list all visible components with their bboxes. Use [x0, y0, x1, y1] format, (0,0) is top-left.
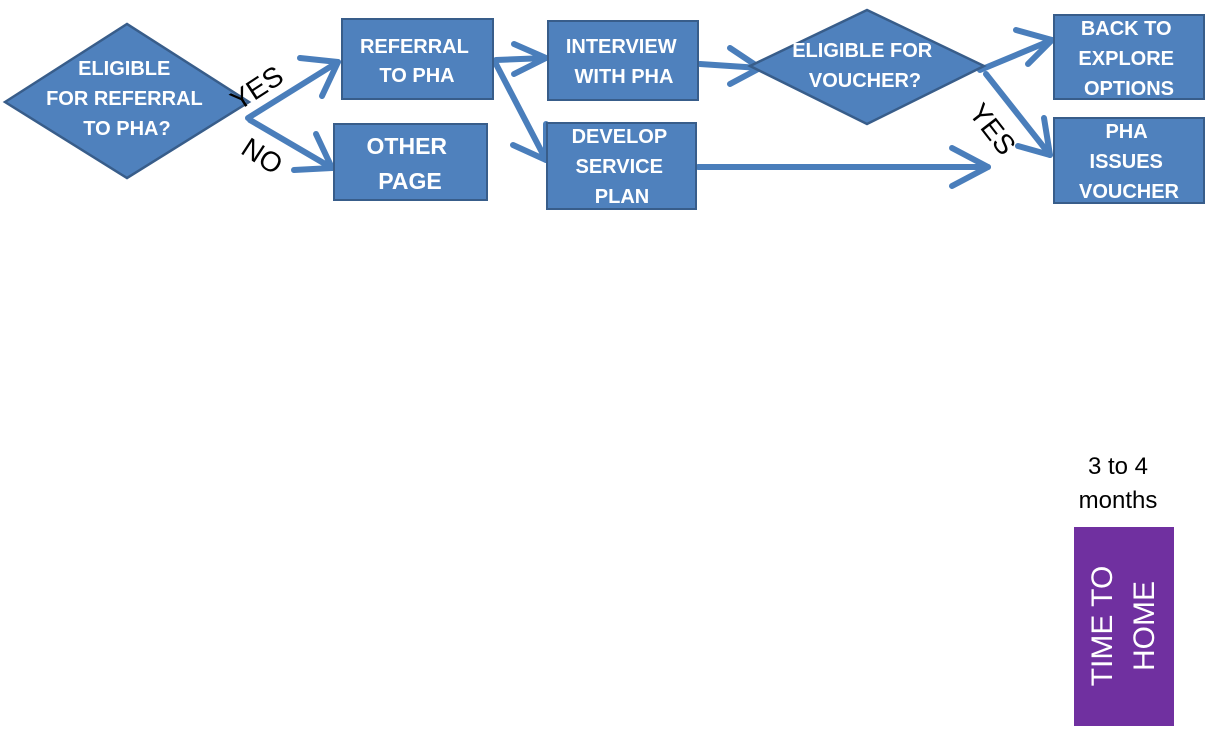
arrow-yes-to-referral	[245, 55, 341, 121]
arrow-referral-to-service-plan	[493, 61, 549, 163]
outcome-back-to-explore-options-label: BACK TO EXPLORE OPTIONS	[1078, 18, 1179, 100]
decision-eligible-for-voucher-label: ELIGIBLE FOR VOUCHER?	[792, 40, 938, 92]
time-to-home-bar: TIME TO HOME	[1074, 527, 1174, 726]
outcome-pha-issues-voucher: PHA ISSUES VOUCHER	[1053, 117, 1205, 204]
process-referral-to-pha-label: REFERRAL TO PHA	[360, 36, 474, 87]
process-interview-with-pha: INTERVIEW WITH PHA	[547, 20, 699, 101]
duration-label: 3 to 4 months	[1062, 450, 1174, 518]
duration-line-1: 3 to 4	[1087, 453, 1149, 480]
process-other-page-label: OTHER PAGE	[367, 133, 454, 194]
decision-eligible-for-referral-label: ELIGIBLE FOR REFERRAL TO PHA?	[46, 58, 208, 140]
decision-eligible-for-voucher: ELIGIBLE FOR VOUCHER?	[747, 8, 987, 126]
arrow-voucher-no-to-explore	[977, 27, 1055, 73]
arrow-voucher-yes-to-issues	[983, 71, 1053, 158]
time-to-home-line-2: HOME	[1128, 581, 1161, 671]
process-develop-service-plan: DEVELOP SERVICE PLAN	[546, 122, 697, 210]
arrow-service-plan-to-voucher	[695, 145, 991, 189]
time-to-home-label: TIME TO HOME	[1082, 526, 1166, 726]
outcome-pha-issues-voucher-label: PHA ISSUES VOUCHER	[1079, 121, 1180, 203]
process-other-page: OTHER PAGE	[333, 123, 488, 201]
process-interview-with-pha-label: INTERVIEW WITH PHA	[566, 36, 682, 88]
duration-line-2: months	[1078, 487, 1158, 514]
process-referral-to-pha: REFERRAL TO PHA	[341, 18, 494, 100]
connectors	[245, 27, 1055, 189]
time-to-home-line-1: TIME TO	[1086, 565, 1119, 687]
process-develop-service-plan-label: DEVELOP SERVICE PLAN	[572, 126, 673, 208]
outcome-back-to-explore-options: BACK TO EXPLORE OPTIONS	[1053, 14, 1205, 100]
decision-eligible-for-referral: ELIGIBLE FOR REFERRAL TO PHA?	[2, 22, 252, 180]
arrow-no-to-other-page	[247, 117, 335, 173]
arrow-referral-to-interview	[493, 41, 549, 77]
